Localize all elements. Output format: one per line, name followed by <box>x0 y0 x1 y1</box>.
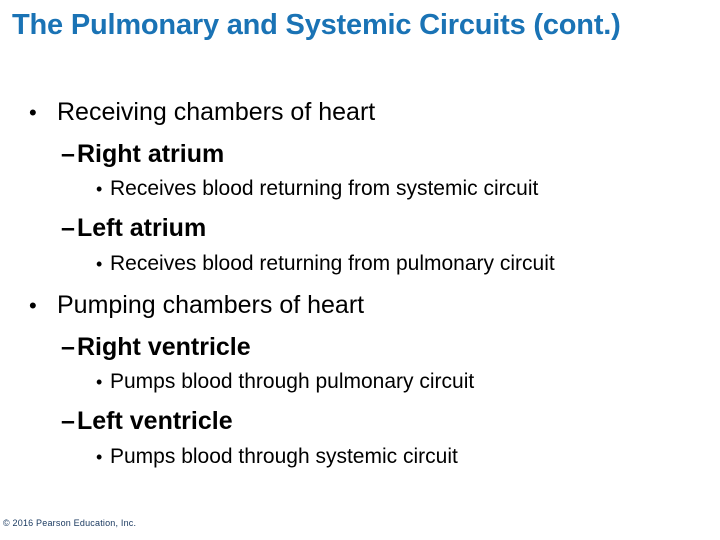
bullet-icon: • <box>96 447 103 467</box>
bullet-item-left-atrium: – Left atrium <box>61 214 206 243</box>
bullet-item-receiving-chambers: • Receiving chambers of heart <box>29 98 375 127</box>
bullet-item-pumps-pulmonary: • Pumps blood through pulmonary circuit <box>96 370 474 394</box>
bullet-item-left-ventricle: – Left ventricle <box>61 407 233 436</box>
bullet-item-right-ventricle: – Right ventricle <box>61 333 251 362</box>
bullet-text: Pumping chambers of heart <box>57 291 365 319</box>
bullet-text: Pumps blood through pulmonary circuit <box>110 370 475 393</box>
bullet-text: Receives blood returning from systemic c… <box>110 177 539 200</box>
bullet-icon: • <box>29 100 37 125</box>
bullet-text: Pumps blood through systemic circuit <box>110 445 458 468</box>
dash-icon: – <box>61 140 75 168</box>
bullet-text: Right ventricle <box>77 333 251 361</box>
bullet-item-receives-systemic: • Receives blood returning from systemic… <box>96 177 538 201</box>
bullet-item-pumping-chambers: • Pumping chambers of heart <box>29 291 364 320</box>
bullet-icon: • <box>96 254 103 274</box>
bullet-text: Left ventricle <box>77 407 233 435</box>
bullet-text: Receives blood returning from pulmonary … <box>110 252 555 275</box>
dash-icon: – <box>61 407 75 435</box>
slide-title: The Pulmonary and Systemic Circuits (con… <box>12 9 621 41</box>
bullet-icon: • <box>29 293 37 318</box>
bullet-text: Receiving chambers of heart <box>57 98 376 126</box>
dash-icon: – <box>61 333 75 361</box>
bullet-item-right-atrium: – Right atrium <box>61 140 224 169</box>
bullet-item-pumps-systemic: • Pumps blood through systemic circuit <box>96 445 458 469</box>
bullet-text: Left atrium <box>77 214 207 242</box>
copyright-notice: © 2016 Pearson Education, Inc. <box>3 518 137 528</box>
bullet-text: Right atrium <box>77 140 225 168</box>
bullet-item-receives-pulmonary: • Receives blood returning from pulmonar… <box>96 252 555 276</box>
dash-icon: – <box>61 214 75 242</box>
bullet-icon: • <box>96 179 103 199</box>
bullet-icon: • <box>96 372 103 392</box>
